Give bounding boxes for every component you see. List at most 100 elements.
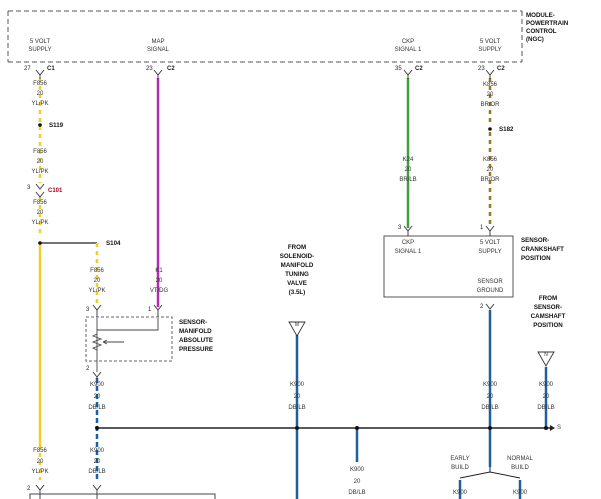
ckp-sensor-label-3: POSITION: [521, 255, 551, 262]
k900-bottom-map-color: DB/LB: [88, 469, 106, 475]
terminal-map-conn: C2: [167, 66, 175, 72]
map-wiper-arrow: [102, 339, 124, 345]
bus-end-arrow: [550, 425, 555, 431]
supply-bottom-color: BR/OR: [480, 177, 500, 183]
terminal-ckp-label-1: CKP: [401, 39, 415, 45]
ckp-pin-sup: 1: [480, 225, 484, 231]
ckp-wire-gauge: 20: [404, 167, 412, 173]
map-sensor-box[interactable]: [85, 316, 173, 362]
k900-valve-color: DB/LB: [288, 405, 306, 411]
left-wire-1-color: YL/PK: [31, 101, 49, 107]
map-pin-right: 1: [148, 307, 152, 313]
terminal-map-label-2: SIGNAL: [146, 47, 169, 53]
left-wire-3-gauge: 20: [36, 210, 44, 216]
tuning-valve-ref-5: VALVE: [287, 280, 307, 287]
k900-valve-code: K900: [289, 382, 304, 388]
bottom-left-pin: 2: [27, 486, 31, 492]
terminal-map-label-1: MAP: [151, 39, 165, 45]
terminal-ckp-pin: 35: [395, 66, 402, 72]
supply-bottom-gauge: 20: [486, 167, 494, 173]
left-wire-1-code: F856: [33, 81, 47, 87]
left-wire-2-gauge: 20: [36, 159, 44, 165]
ckp-box-gnd-1: SENSOR: [477, 279, 503, 285]
k900-map-gauge: 20: [93, 394, 101, 400]
build-normal-1: NORMAL: [507, 456, 533, 462]
module-label-1: MODULE-: [526, 12, 555, 19]
supply-top-color: BR/OR: [480, 102, 500, 108]
ckp-wire-color: BR/LB: [399, 177, 417, 183]
ckp-box-gnd-2: GROUND: [476, 288, 504, 294]
ckp-box-sig-2: SIGNAL 1: [394, 249, 422, 255]
module-label-3: CONTROL: [526, 28, 557, 35]
supply-top-code: K856: [482, 82, 497, 88]
left-wire-2-color: YL/PK: [31, 169, 49, 175]
map-potentiometer-icon: [91, 333, 103, 351]
ref-marker-n-icon: [537, 351, 555, 367]
build-normal-2: BUILD: [511, 465, 529, 471]
map-signal-gauge: 20: [155, 278, 163, 284]
k900-ckp-code: K900: [482, 382, 497, 388]
camshaft-ref-4: POSITION: [533, 322, 563, 329]
terminal-ckp-conn: C2: [415, 66, 423, 72]
terminal-ckp-label-2: SIGNAL 1: [394, 47, 422, 53]
ref-marker-n: N: [544, 352, 548, 358]
ckp-wire-code: K24: [402, 157, 414, 163]
map-sensor-label-4: PRESSURE: [179, 346, 214, 353]
module-label-4: (NGC): [526, 36, 544, 43]
k900-bottom-map-code: K900: [89, 448, 104, 454]
terminal-5v-label-2: SUPPLY: [28, 47, 52, 53]
k900-cam-gauge: 20: [542, 394, 550, 400]
k900-bottom-map-gauge: 20: [93, 459, 101, 465]
map-sensor-label-1: SENSOR-: [179, 319, 208, 326]
map-sensor-internal: [96, 318, 159, 361]
terminal-map-pin: 23: [146, 66, 153, 72]
terminal-5v-conn: C1: [47, 66, 55, 72]
map-signal-code: K1: [155, 268, 163, 274]
ref-marker-m-icon: [288, 321, 306, 337]
build-early-2: BUILD: [451, 465, 469, 471]
k900-cam-code: K900: [538, 382, 553, 388]
module-label-2: POWERTRAIN: [526, 20, 569, 27]
map-sensor-label-2: MANIFOLD: [179, 328, 212, 335]
ckp-sensor-label-2: CRANKSHAFT: [521, 246, 564, 253]
map-feed-color: YL/PK: [88, 288, 106, 294]
splice-s182: S182: [499, 126, 514, 133]
normal-build-code: K900: [512, 490, 527, 496]
ref-marker-m: M: [294, 322, 300, 328]
tuning-valve-ref-6: (3.5L): [288, 289, 306, 296]
camshaft-ref-1: FROM: [538, 295, 558, 302]
camshaft-ref-3: CAMSHAFT: [530, 313, 566, 320]
terminal-5v2-pin: 23: [478, 66, 485, 72]
splice-s104: S104: [106, 240, 121, 247]
supply-top-gauge: 20: [486, 92, 494, 98]
left-wire-3-code: F856: [33, 200, 47, 206]
terminal-5v-pin: 27: [24, 66, 31, 72]
k900-center-code: K900: [349, 467, 364, 473]
connector-pins: [35, 69, 495, 499]
k900-center-color: DB/LB: [348, 490, 366, 496]
camshaft-ref-2: SENSOR-: [533, 304, 563, 311]
map-sensor-label-3: ABSOLUTE: [179, 337, 214, 344]
build-early-1: EARLY: [450, 456, 470, 462]
ckp-sensor-box[interactable]: [383, 235, 514, 298]
k900-map-code: K900: [89, 382, 104, 388]
bottom-left-code: F856: [33, 448, 47, 454]
splice-dots: [38, 123, 548, 430]
connector-c101-label: C101: [48, 188, 63, 194]
k900-map-color: DB/LB: [88, 405, 106, 411]
bottom-left-color: YL/PK: [31, 469, 49, 475]
left-wire-3-color: YL/PK: [31, 220, 49, 226]
early-build-code: K900: [452, 490, 467, 496]
build-split: [459, 467, 521, 479]
ckp-pin-sig: 3: [398, 225, 402, 231]
map-feed-code: F856: [90, 268, 104, 274]
terminal-5v2-label-1: 5 VOLT: [479, 39, 501, 45]
tuning-valve-ref-2: SOLENOID-: [279, 253, 315, 260]
ckp-box-sup-2: SUPPLY: [478, 249, 502, 255]
bottom-left-gauge: 20: [36, 459, 44, 465]
k900-ckp-gauge: 20: [486, 394, 494, 400]
tuning-valve-ref-3: MANIFOLD: [280, 262, 314, 269]
k900-cam-color: DB/LB: [537, 405, 555, 411]
tuning-valve-ref-1: FROM: [287, 244, 307, 251]
